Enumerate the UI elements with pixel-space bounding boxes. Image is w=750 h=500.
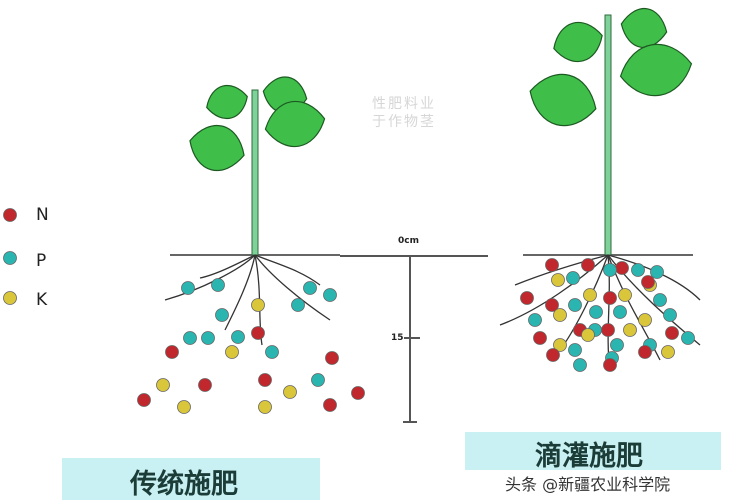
nutrient-dot-left (351, 386, 365, 400)
legend-p-label: P (36, 251, 47, 271)
nutrient-dot-left (323, 398, 337, 412)
left-caption: 传统施肥 (130, 469, 238, 500)
nutrient-dot-left (225, 345, 239, 359)
leaf (529, 73, 597, 127)
nutrient-dot-right (533, 331, 547, 345)
nutrient-dot-left (183, 331, 197, 345)
legend-n-dot (3, 208, 17, 222)
stem (604, 14, 612, 256)
right-caption: 滴灌施肥 (535, 441, 643, 472)
nutrient-dot-right (665, 326, 679, 340)
root (199, 254, 256, 279)
nutrient-dot-right (553, 308, 567, 322)
root (254, 254, 321, 286)
nutrient-dot-left (137, 393, 151, 407)
nutrient-dot-right (566, 271, 580, 285)
watermark-line-1: 性肥料业 (372, 96, 436, 112)
nutrient-dot-right (623, 323, 637, 337)
nutrient-dot-right (581, 258, 595, 272)
nutrient-dot-right (663, 308, 677, 322)
right-caption-box (465, 432, 721, 470)
nutrient-dot-right (681, 331, 695, 345)
legend-k-dot (3, 291, 17, 305)
nutrient-dot-left (283, 385, 297, 399)
depth-scale (340, 255, 488, 423)
nutrient-dot-right (545, 298, 559, 312)
nutrient-dot-left (177, 400, 191, 414)
nutrient-dot-left (303, 281, 317, 295)
nutrient-dot-right (661, 345, 675, 359)
watermark-line-2: 于作物茎 (372, 114, 436, 130)
legend-n-label: N (36, 205, 49, 225)
left-caption-box (62, 458, 320, 500)
nutrient-dot-left (215, 308, 229, 322)
nutrient-dot-right (618, 288, 632, 302)
nutrient-dot-left (258, 400, 272, 414)
nutrient-dot-right (568, 343, 582, 357)
nutrient-dot-left (251, 326, 265, 340)
root (224, 254, 256, 331)
nutrient-dot-left (211, 278, 225, 292)
legend-k-label: K (36, 290, 48, 310)
scale-mid-label: 15 (391, 333, 404, 343)
nutrient-dot-left (323, 288, 337, 302)
nutrient-dot-right (653, 293, 667, 307)
leaf (553, 21, 603, 63)
nutrient-dot-left (325, 351, 339, 365)
nutrient-dot-right (546, 348, 560, 362)
leaf (189, 124, 245, 172)
nutrient-dot-right (603, 263, 617, 277)
root (499, 254, 609, 326)
nutrient-dot-right (553, 338, 567, 352)
leaf (264, 100, 326, 148)
nutrient-dot-left (265, 345, 279, 359)
nutrient-dot-right (641, 275, 655, 289)
leaf (620, 7, 668, 49)
nutrient-dot-left (201, 331, 215, 345)
nutrient-dot-right (610, 338, 624, 352)
nutrient-dot-left (165, 345, 179, 359)
stem (251, 89, 259, 256)
nutrient-dot-right (573, 358, 587, 372)
nutrient-dot-right (589, 305, 603, 319)
leaf (619, 43, 693, 97)
nutrient-dot-left (251, 298, 265, 312)
nutrient-dot-left (311, 373, 325, 387)
nutrient-dot-right (545, 258, 559, 272)
nutrient-dot-right (581, 328, 595, 342)
nutrient-dot-right (603, 291, 617, 305)
nutrient-dot-right (568, 298, 582, 312)
nutrient-dot-right (551, 273, 565, 287)
nutrient-dot-left (156, 378, 170, 392)
nutrient-dot-left (231, 330, 245, 344)
scale-top-label: 0cm (398, 236, 419, 246)
legend-p-dot (3, 251, 17, 265)
watermark-text: 性肥料业 于作物茎 (372, 95, 436, 131)
nutrient-dot-right (603, 358, 617, 372)
leaf (206, 84, 248, 120)
nutrient-dot-right (638, 313, 652, 327)
nutrient-dot-right (613, 305, 627, 319)
credit-text: 头条 @新疆农业科学院 (505, 475, 671, 494)
root (254, 254, 331, 321)
nutrient-dot-left (258, 373, 272, 387)
nutrient-dot-right (615, 261, 629, 275)
nutrient-dot-right (601, 323, 615, 337)
nutrient-dot-right (583, 288, 597, 302)
nutrient-dot-left (291, 298, 305, 312)
nutrient-dot-right (520, 291, 534, 305)
nutrient-dot-right (638, 345, 652, 359)
nutrient-dot-right (631, 263, 645, 277)
nutrient-dot-right (528, 313, 542, 327)
nutrient-dot-right (650, 265, 664, 279)
nutrient-dot-left (181, 281, 195, 295)
nutrient-dot-left (198, 378, 212, 392)
